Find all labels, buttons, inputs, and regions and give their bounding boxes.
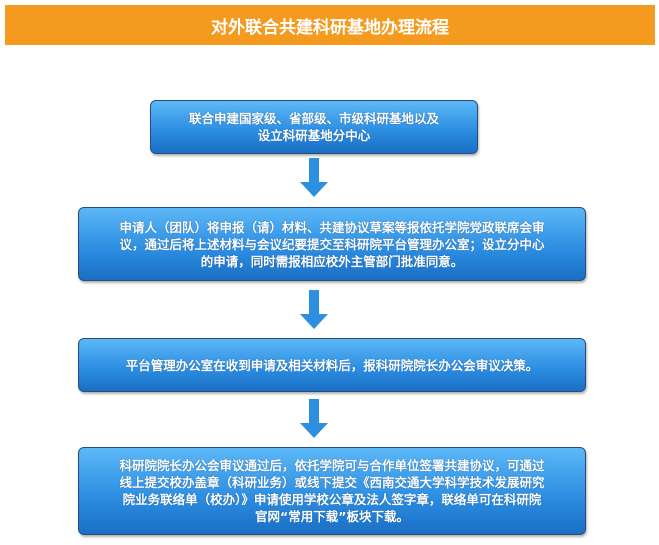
arrow-down-icon bbox=[300, 158, 328, 197]
arrow-down-icon bbox=[300, 290, 328, 329]
step-1-line: 联合申建国家级、省部级、市级科研基地以及 bbox=[188, 111, 439, 126]
step-2-line: 议，通过后将上述材料与会议纪要提交至科研院平台管理办公室；设立分中心 bbox=[119, 236, 545, 252]
step-1-line: 设立科研基地分中心 bbox=[257, 128, 371, 143]
step-1-box: 联合申建国家级、省部级、市级科研基地以及 设立科研基地分中心 bbox=[150, 100, 478, 154]
step-2-line: 的申请，同时需报相应校外主管部门批准同意。 bbox=[200, 253, 464, 269]
step-4-line: 官网“常用下载”板块下载。 bbox=[255, 509, 409, 524]
step-4-box: 科研院院长办公会审议通过后，依托学院可与合作单位签署共建协议，可通过 线上提交校… bbox=[78, 447, 586, 535]
step-4-line: 线上提交校办盖章（科研业务）或线下提交《西南交通大学科学技术发展研究 bbox=[119, 475, 545, 490]
step-2-box: 申请人（团队）将申报（请）材料、共建协议草案等报依托学院党政联席会审 议，通过后… bbox=[78, 207, 586, 281]
page-title: 对外联合共建科研基地办理流程 bbox=[5, 5, 655, 45]
arrow-down-icon bbox=[300, 399, 328, 438]
step-3-box: 平台管理办公室在收到申请及相关材料后，报科研院院长办公会审议决策。 bbox=[78, 338, 586, 392]
step-4-line: 科研院院长办公会审议通过后，依托学院可与合作单位签署共建协议，可通过 bbox=[119, 458, 545, 473]
step-4-line: 院业务联络单（校办）》申请使用学校公章及法人签字章，联络单可在科研院 bbox=[122, 492, 542, 507]
step-2-line: 申请人（团队）将申报（请）材料、共建协议草案等报依托学院党政联席会审 bbox=[119, 219, 545, 235]
step-3-line: 平台管理办公室在收到申请及相关材料后，报科研院院长办公会审议决策。 bbox=[125, 357, 539, 373]
